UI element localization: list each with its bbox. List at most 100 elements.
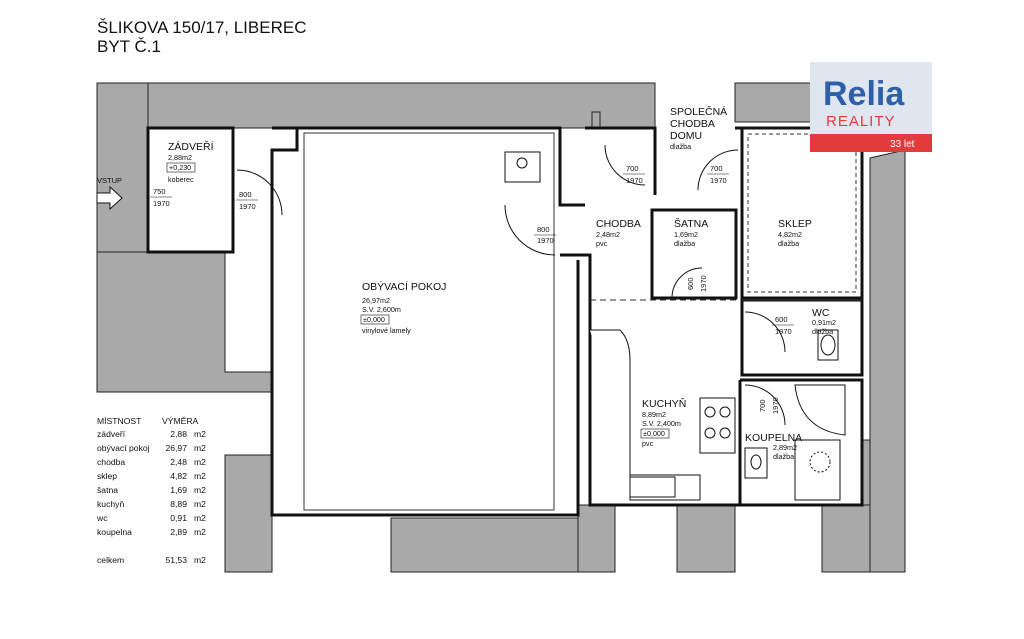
room-floor: pvc bbox=[596, 239, 608, 248]
room-floor: dlažba bbox=[812, 327, 833, 336]
table-row: zádveří 2,88 m2 bbox=[97, 429, 206, 439]
logo-brand: Relia bbox=[823, 75, 905, 113]
room-floor: koberec bbox=[168, 175, 194, 184]
room-kuchyn: KUCHYŇ 8,89m2 S.V. 2,400m ±0,000 pvc bbox=[640, 397, 686, 448]
table-row: kuchyň 8,89 m2 bbox=[97, 499, 206, 509]
room-name-line1: SPOLEČNÁ bbox=[670, 105, 727, 118]
svg-text:600: 600 bbox=[775, 315, 788, 324]
svg-text:1,69: 1,69 bbox=[170, 485, 187, 495]
svg-text:800: 800 bbox=[239, 190, 252, 199]
svg-text:m2: m2 bbox=[194, 429, 206, 439]
svg-text:m2: m2 bbox=[194, 499, 206, 509]
svg-text:2,48: 2,48 bbox=[170, 457, 187, 467]
table-row: koupelna 2,89 m2 bbox=[97, 527, 206, 537]
table-header-room: MÍSTNOST bbox=[97, 416, 142, 426]
door-label: 800 1970 bbox=[534, 225, 556, 245]
bathroom-fixtures bbox=[744, 329, 846, 501]
room-level: ±0,000 bbox=[363, 315, 385, 324]
svg-text:700: 700 bbox=[626, 164, 639, 173]
room-koupelna: KOUPELNA 2,89m2 dlažba bbox=[745, 432, 802, 461]
area-table: MÍSTNOST VÝMĚRA zádveří 2,88 m2 obývací … bbox=[96, 416, 206, 565]
door-label: 600 1970 bbox=[686, 275, 708, 292]
room-height: S.V. 2,400m bbox=[642, 419, 681, 428]
room-name: KOUPELNA bbox=[745, 432, 802, 444]
svg-text:m2: m2 bbox=[194, 471, 206, 481]
door-labels: 750 1970 800 1970 800 1970 700 1970 700 … bbox=[150, 164, 794, 414]
logo-tagline: REALITY bbox=[826, 113, 896, 130]
room-area: 0,91m2 bbox=[812, 318, 836, 327]
plan-title: ŠLIKOVA 150/17, LIBEREC bbox=[97, 18, 306, 37]
room-obyvaci: OBÝVACÍ POKOJ 26,97m2 S.V. 2,600m ±0,000… bbox=[360, 280, 446, 335]
svg-text:m2: m2 bbox=[194, 527, 206, 537]
room-floor: dlažba bbox=[778, 239, 799, 248]
table-row: sklep 4,82 m2 bbox=[97, 471, 206, 481]
svg-text:zádveří: zádveří bbox=[97, 429, 126, 439]
door-label: 700 1970 bbox=[623, 164, 645, 185]
svg-text:1970: 1970 bbox=[239, 202, 256, 211]
svg-text:m2: m2 bbox=[194, 513, 206, 523]
room-name: OBÝVACÍ POKOJ bbox=[362, 280, 446, 293]
door-label: 700 1970 bbox=[758, 397, 780, 414]
door-label: 600 1970 bbox=[772, 315, 794, 336]
svg-text:1970: 1970 bbox=[699, 275, 708, 292]
interior-walls bbox=[146, 126, 864, 517]
inner-lines bbox=[303, 132, 862, 511]
room-floor: dlažba bbox=[670, 142, 691, 151]
room-name: ŠATNA bbox=[674, 217, 708, 230]
svg-text:m2: m2 bbox=[194, 485, 206, 495]
svg-text:celkem: celkem bbox=[97, 555, 124, 565]
room-name: WC bbox=[812, 307, 830, 319]
svg-text:1970: 1970 bbox=[775, 327, 792, 336]
svg-text:obývací pokoj: obývací pokoj bbox=[97, 443, 150, 453]
kitchen-counter bbox=[504, 151, 736, 501]
room-area: 2,48m2 bbox=[596, 230, 620, 239]
svg-text:8,89: 8,89 bbox=[170, 499, 187, 509]
svg-text:1970: 1970 bbox=[626, 176, 643, 185]
room-satna: ŠATNA 1,69m2 dlažba bbox=[674, 217, 708, 248]
svg-text:0,91: 0,91 bbox=[170, 513, 187, 523]
svg-text:2,89: 2,89 bbox=[170, 527, 187, 537]
svg-text:šatna: šatna bbox=[97, 485, 118, 495]
svg-text:51,53: 51,53 bbox=[165, 555, 187, 565]
svg-text:700: 700 bbox=[710, 164, 723, 173]
room-chodba: CHODBA 2,48m2 pvc bbox=[596, 218, 641, 248]
entrance-label: VSTUP bbox=[97, 176, 122, 185]
room-area: 4,82m2 bbox=[778, 230, 802, 239]
room-zadveri: ZÁDVEŘÍ 2,88m2 +0,230 koberec bbox=[166, 140, 214, 184]
room-name: ZÁDVEŘÍ bbox=[168, 140, 214, 153]
room-name: KUCHYŇ bbox=[642, 397, 686, 410]
svg-text:wc: wc bbox=[96, 513, 108, 523]
room-area: 2,89m2 bbox=[773, 443, 797, 452]
room-spolecna: SPOLEČNÁ CHODBA DOMU dlažba bbox=[670, 105, 727, 151]
room-name: SKLEP bbox=[778, 218, 812, 230]
room-level: ±0,000 bbox=[643, 429, 665, 438]
svg-text:1970: 1970 bbox=[537, 236, 554, 245]
svg-text:1970: 1970 bbox=[710, 176, 727, 185]
room-area: 8,89m2 bbox=[642, 410, 666, 419]
entrance-arrow-icon bbox=[96, 185, 123, 211]
room-floor: pvc bbox=[642, 439, 654, 448]
room-height: S.V. 2,600m bbox=[362, 305, 401, 314]
door-label: 750 1970 bbox=[150, 187, 172, 208]
room-floor: dlažba bbox=[674, 239, 695, 248]
building-walls bbox=[96, 82, 906, 573]
room-area: 2,88m2 bbox=[168, 153, 192, 162]
table-row: šatna 1,69 m2 bbox=[97, 485, 206, 495]
svg-text:4,82: 4,82 bbox=[170, 471, 187, 481]
door-label: 800 1970 bbox=[236, 190, 258, 211]
door-label: 700 1970 bbox=[707, 164, 729, 185]
room-name: CHODBA bbox=[596, 218, 641, 230]
svg-text:600: 600 bbox=[686, 277, 695, 290]
svg-text:kuchyň: kuchyň bbox=[97, 499, 124, 509]
room-level: +0,230 bbox=[169, 163, 191, 172]
svg-text:26,97: 26,97 bbox=[165, 443, 187, 453]
relia-logo: Relia REALITY 33 let bbox=[810, 62, 932, 152]
room-name-line3: DOMU bbox=[670, 130, 702, 142]
room-floor: vinylové lamely bbox=[362, 326, 411, 335]
svg-text:m2: m2 bbox=[194, 555, 206, 565]
svg-text:m2: m2 bbox=[194, 457, 206, 467]
table-total: celkem 51,53 m2 bbox=[97, 555, 206, 565]
room-area: 1,69m2 bbox=[674, 230, 698, 239]
svg-text:chodba: chodba bbox=[97, 457, 125, 467]
svg-text:750: 750 bbox=[153, 187, 166, 196]
